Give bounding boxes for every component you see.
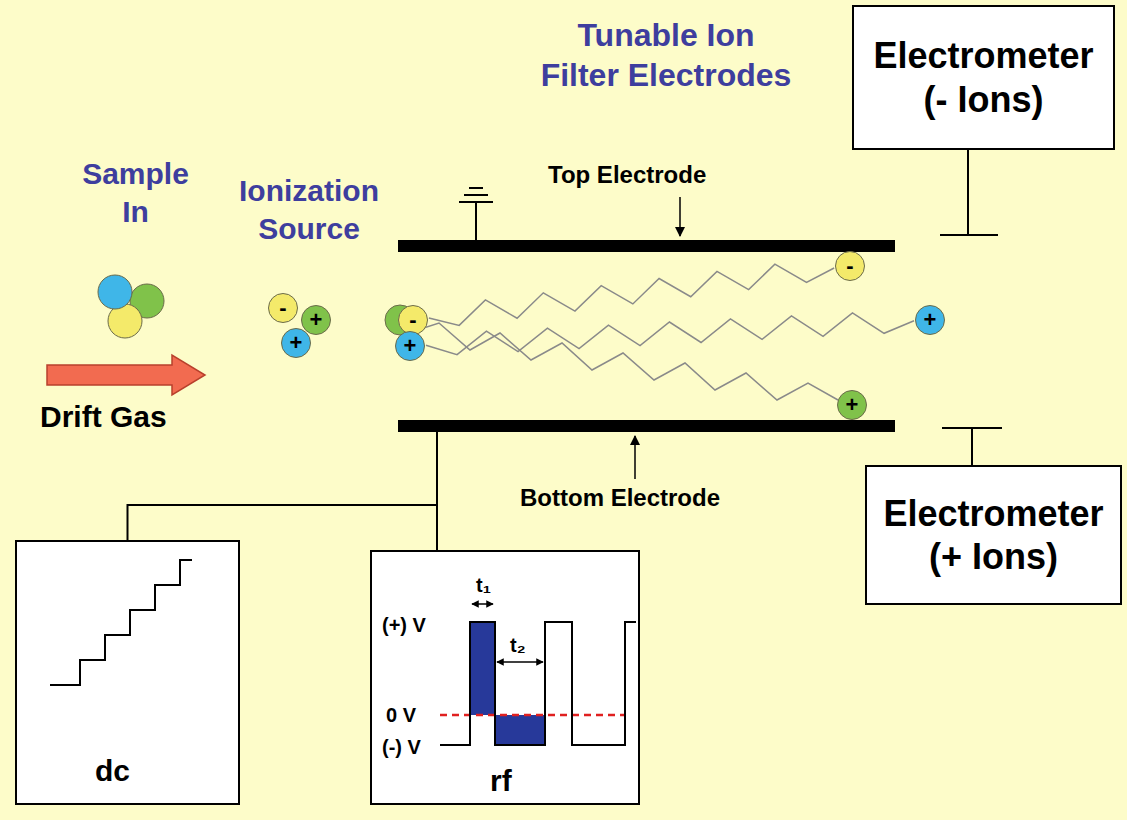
charge-sign: +: [404, 335, 417, 357]
part-label: Drift Gas: [40, 398, 167, 436]
box-title: rf: [490, 764, 512, 797]
charge-sign: +: [924, 309, 937, 331]
ion-circle: +: [837, 390, 867, 420]
ion-circle: -: [268, 293, 298, 323]
leader-arrow: [679, 197, 681, 236]
rf-waveform: [440, 622, 636, 745]
zero-level-line: [440, 714, 625, 717]
part-label: Top Electrode: [548, 160, 706, 190]
charge-sign: -: [409, 309, 416, 331]
t1-dimension: [472, 603, 493, 605]
rf-box-ground: [370, 550, 640, 805]
voltage-level: (-) V: [382, 736, 421, 758]
charge-sign: -: [846, 255, 853, 277]
dc-supply-box: dc: [15, 540, 240, 805]
stage-label: Ionization Source: [233, 172, 385, 247]
electrometer-box: Electrometer (- Ions): [852, 5, 1115, 150]
box-title: Electrometer (- Ions): [862, 34, 1105, 120]
dc-box-ground: [15, 540, 240, 805]
dc-staircase: [50, 560, 192, 685]
ion-circle: +: [395, 331, 425, 361]
charge-sign: +: [290, 332, 303, 354]
t2-dimension: [497, 661, 543, 663]
voltage-level: 0 V: [386, 704, 416, 726]
voltage-level: (+) V: [382, 614, 426, 636]
waveform-fill: [495, 715, 545, 745]
ion-circle: +: [915, 305, 945, 335]
sample-molecule: [98, 275, 164, 338]
box-title: Electrometer (+ Ions): [875, 492, 1112, 578]
electrometer-lead: [940, 150, 1002, 465]
heading-label: Tunable Ion Filter Electrodes: [535, 15, 797, 95]
leader-arrow: [634, 436, 636, 479]
ion-circle: +: [281, 328, 311, 358]
time-label: t₂: [510, 634, 526, 656]
waveform-fill: [470, 622, 495, 715]
part-label: Bottom Electrode: [520, 483, 720, 513]
supply-wire: [128, 505, 438, 550]
ion-trajectory: [429, 264, 834, 325]
drift-gas-arrow: [47, 355, 205, 395]
supply-wire: [436, 432, 438, 505]
ground-symbol: [459, 188, 493, 240]
rf-supply-box: (+) V t₁ t₂ 0 V (-) V rf: [370, 550, 640, 805]
charge-sign: +: [846, 394, 859, 416]
top-electrode: [398, 240, 895, 252]
box-title: dc: [95, 754, 130, 787]
ion-circle: -: [835, 251, 865, 281]
charge-sign: +: [310, 309, 323, 331]
stage-label: Sample In: [78, 155, 193, 230]
charge-sign: -: [279, 297, 286, 319]
ion-trajectory: [426, 313, 914, 355]
bottom-electrode: [398, 420, 895, 432]
electrometer-box: Electrometer (+ Ions): [865, 465, 1122, 605]
time-label: t₁: [476, 574, 491, 596]
